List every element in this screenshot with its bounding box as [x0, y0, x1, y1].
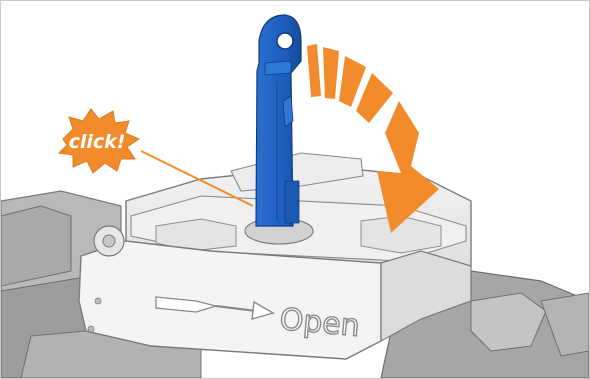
lever-icon — [256, 15, 301, 226]
click-callout: click! — [59, 109, 253, 206]
open-label: Open — [278, 302, 361, 344]
click-label: click! — [69, 131, 126, 153]
